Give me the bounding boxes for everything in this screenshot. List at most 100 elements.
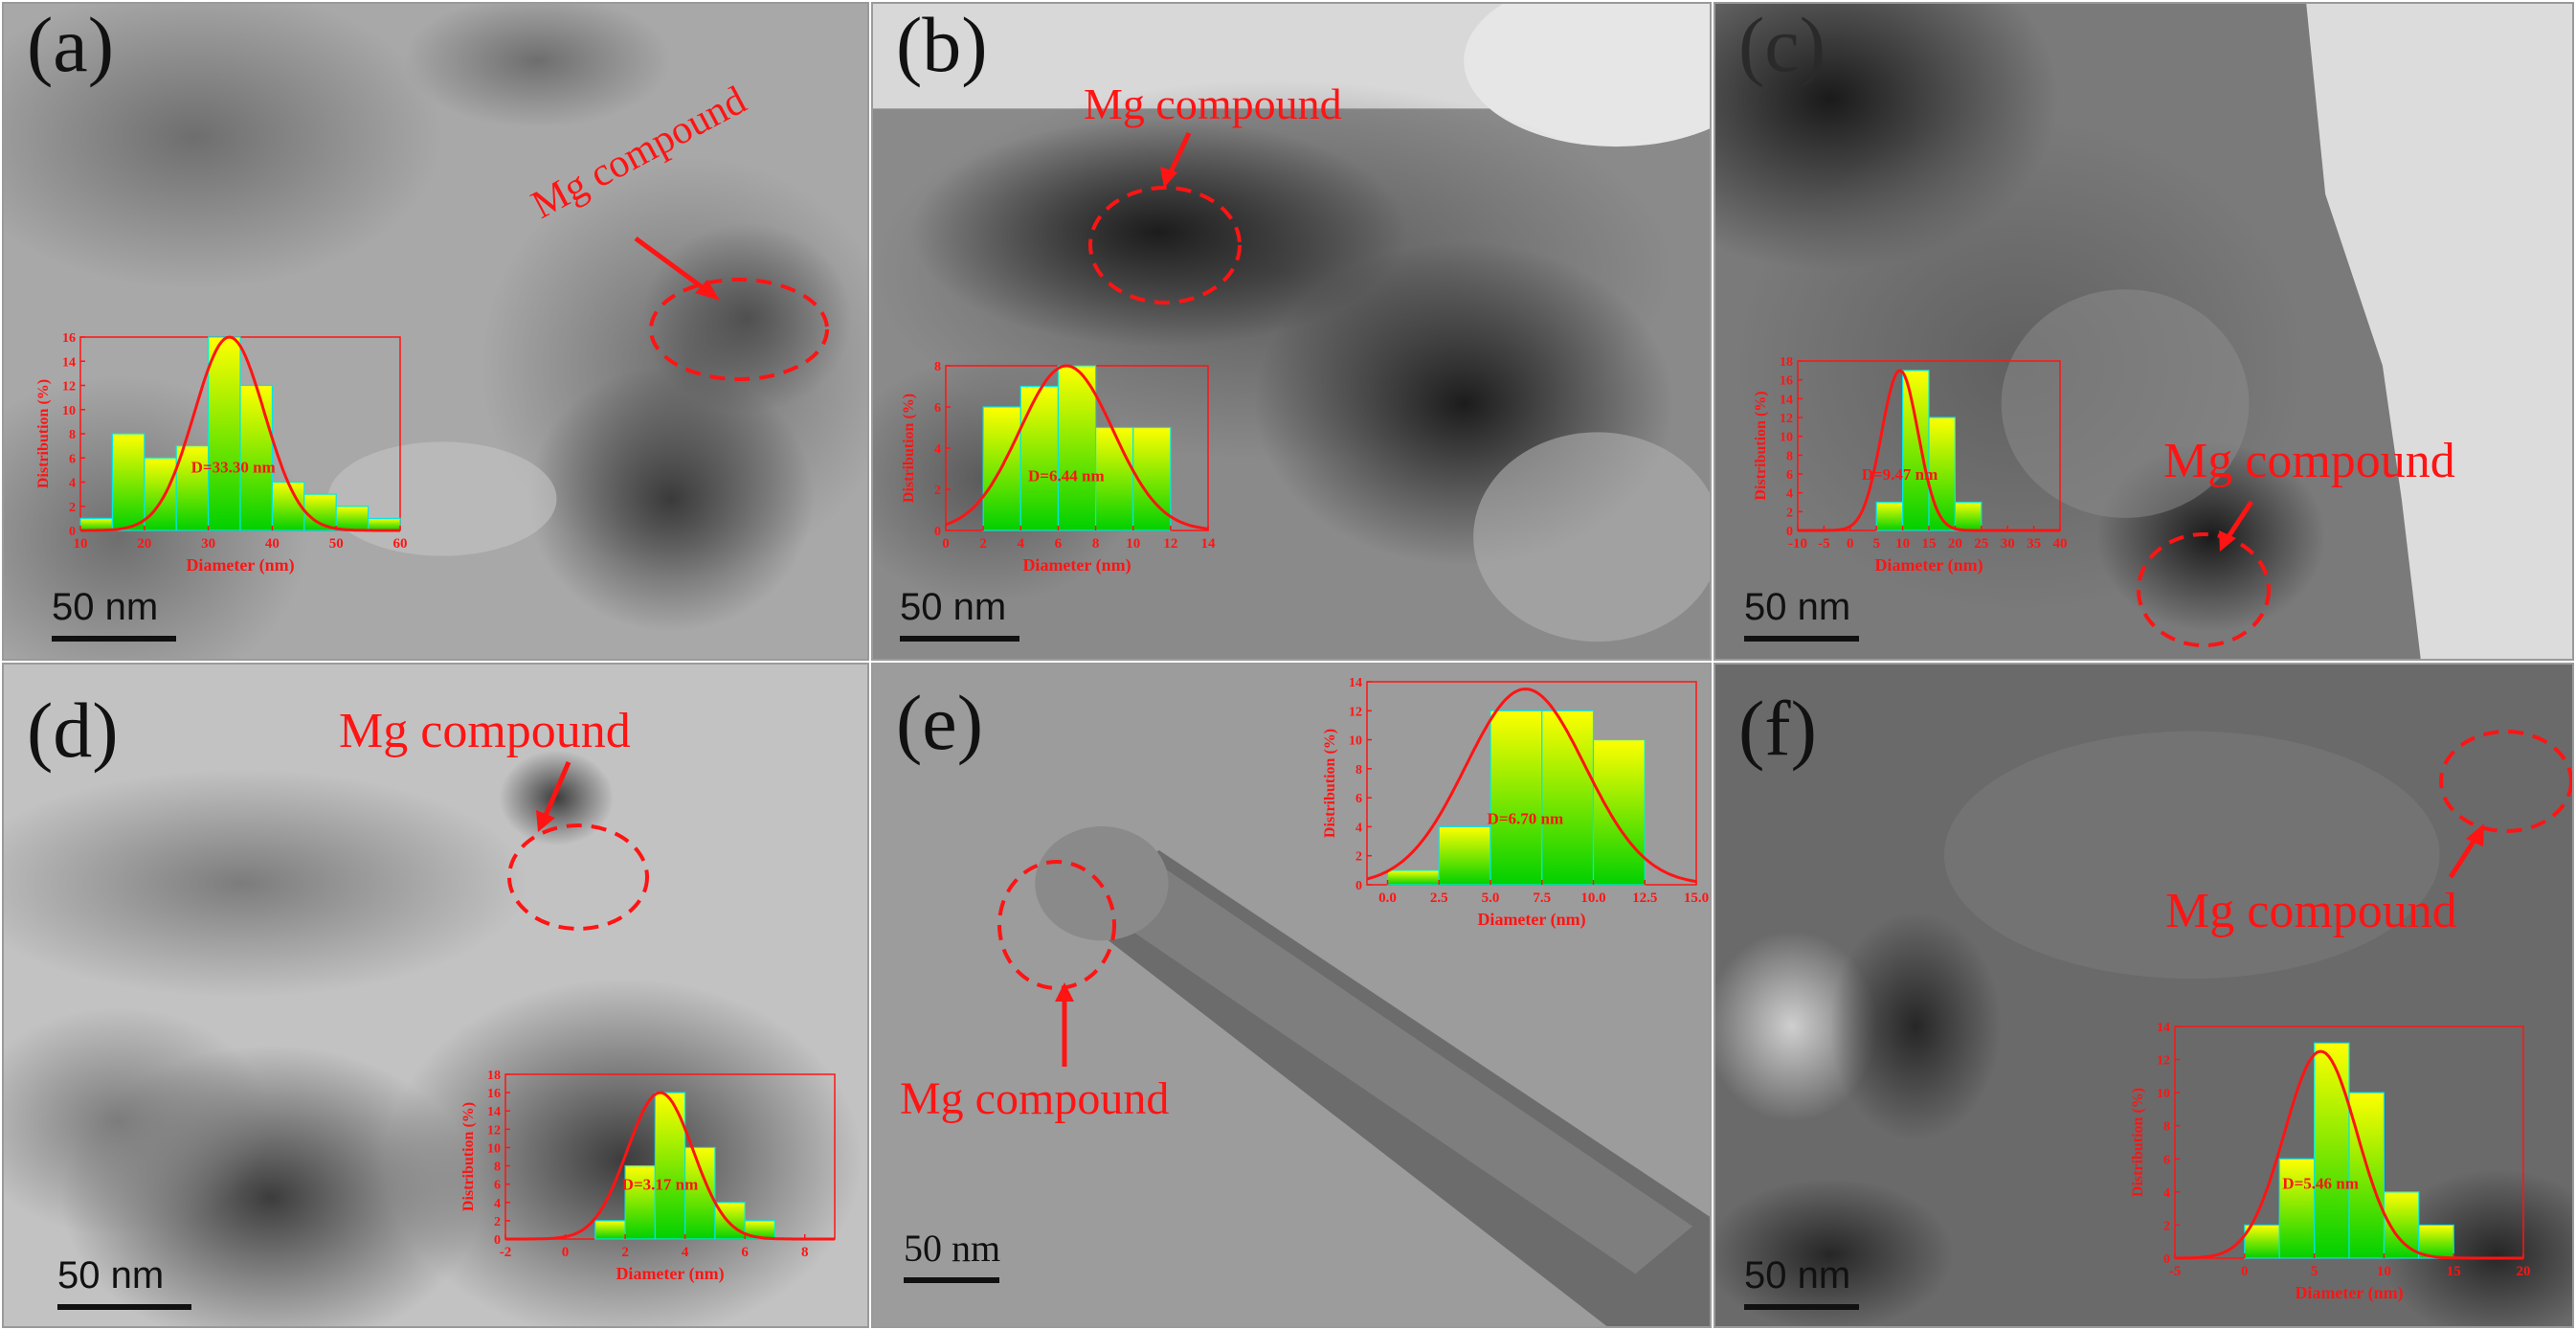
histogram-bar (654, 1092, 686, 1240)
scale-bar-line (52, 636, 176, 642)
y-tick-label: 0 (494, 1233, 501, 1248)
histogram-bar (271, 481, 305, 531)
mean-diameter-label: D=33.30 nm (191, 458, 276, 476)
scale-bar-line (57, 1304, 191, 1310)
y-tick-label: 0 (69, 525, 76, 539)
histogram-bar (744, 1220, 776, 1240)
y-axis-title: Distribution (%) (901, 394, 917, 503)
y-tick-label: 12 (1349, 705, 1362, 719)
y-axis-title: Distribution (%) (460, 1102, 477, 1211)
y-axis-title: Distribution (%) (1322, 729, 1338, 838)
y-tick-label: 14 (1780, 393, 1793, 407)
y-tick-label: 14 (487, 1105, 501, 1119)
x-tick-label: 10 (2377, 1264, 2391, 1279)
scale-bar-line (1744, 1304, 1859, 1310)
x-tick-label: -2 (500, 1245, 512, 1260)
y-tick-label: 10 (1780, 431, 1793, 445)
gaussian-fit-curve (945, 364, 1209, 530)
x-tick-label: 15.0 (1684, 890, 1709, 906)
x-tick-label: -10 (1788, 536, 1807, 552)
y-tick-label: 6 (1786, 468, 1793, 483)
y-tick-label: 6 (1355, 792, 1362, 806)
mean-diameter-label: D=3.17 nm (622, 1175, 699, 1193)
histogram-bar (2314, 1042, 2350, 1259)
x-tick-label: 2.5 (1430, 890, 1448, 906)
y-tick-label: 16 (1780, 374, 1793, 389)
x-tick-label: 5.0 (1482, 890, 1500, 906)
histogram-bar (239, 384, 274, 531)
y-tick-label: 6 (69, 452, 76, 466)
x-tick-label: 10 (74, 536, 88, 552)
histogram-bar (144, 457, 177, 531)
y-tick-label: 0 (1786, 525, 1793, 539)
x-tick-label: 2 (621, 1245, 629, 1260)
y-tick-label: 14 (2157, 1021, 2170, 1035)
y-tick-label: 18 (1780, 355, 1793, 370)
mean-diameter-label: D=9.47 nm (1862, 465, 1938, 484)
x-tick-label: -5 (1818, 536, 1830, 552)
y-axis-title: Distribution (%) (1753, 391, 1769, 500)
y-tick-label: 2 (1786, 506, 1793, 520)
histogram-bar (1592, 738, 1646, 886)
tem-image-f (1715, 665, 2572, 1326)
mg-compound-label: Mg compound (2165, 884, 2457, 938)
x-tick-label: 0 (1847, 536, 1854, 552)
y-tick-label: 4 (2163, 1186, 2170, 1201)
x-tick-label: 0 (562, 1245, 570, 1260)
y-tick-label: 6 (2163, 1153, 2170, 1167)
histogram-bar (1057, 365, 1097, 531)
x-tick-label: 20 (1948, 536, 1962, 552)
scale-bar-label: 50 nm (1744, 1254, 1851, 1296)
mg-compound-label: Mg compound (339, 704, 631, 758)
y-tick-label: 4 (69, 477, 76, 491)
y-axis-title: Distribution (%) (2130, 1088, 2146, 1197)
y-tick-label: 10 (2157, 1087, 2170, 1101)
y-tick-label: 8 (69, 428, 76, 442)
y-tick-label: 2 (494, 1215, 501, 1229)
scale-bar-line (904, 1277, 999, 1283)
x-tick-label: 8 (801, 1245, 809, 1260)
y-tick-label: 16 (62, 331, 76, 346)
y-tick-label: 18 (487, 1069, 501, 1083)
panel-label: (a) (27, 2, 115, 88)
x-tick-label: 0 (942, 536, 950, 552)
x-tick-label: 6 (1055, 536, 1063, 552)
x-tick-label: 7.5 (1533, 890, 1551, 906)
x-tick-label: 10 (1126, 536, 1140, 552)
x-tick-label: 14 (1201, 536, 1217, 552)
y-tick-label: 2 (1355, 850, 1362, 865)
x-tick-label: 40 (2053, 536, 2068, 552)
scale-bar-label: 50 nm (900, 586, 1007, 628)
y-tick-label: 12 (2157, 1054, 2170, 1069)
y-axis-title: Distribution (%) (35, 379, 52, 488)
panel-label: (e) (896, 679, 984, 766)
histogram-bar (368, 517, 401, 531)
y-tick-label: 8 (1355, 763, 1362, 778)
panel-label: (b) (896, 2, 988, 88)
y-tick-label: 8 (2163, 1120, 2170, 1135)
mg-compound-label: Mg compound (2163, 434, 2455, 488)
scale-bar-label: 50 nm (52, 586, 159, 628)
x-tick-label: 5 (2311, 1264, 2318, 1279)
x-tick-label: 0 (2241, 1264, 2249, 1279)
histogram-bar (175, 445, 210, 531)
x-tick-label: 8 (1092, 536, 1100, 552)
x-tick-label: 12 (1163, 536, 1177, 552)
x-tick-label: 15 (1922, 536, 1937, 552)
histogram-bar (2278, 1158, 2316, 1259)
gaussian-fit-curve (1366, 688, 1697, 884)
mean-diameter-label: D=6.70 nm (1488, 809, 1564, 827)
x-axis-title: Diameter (nm) (616, 1264, 724, 1284)
